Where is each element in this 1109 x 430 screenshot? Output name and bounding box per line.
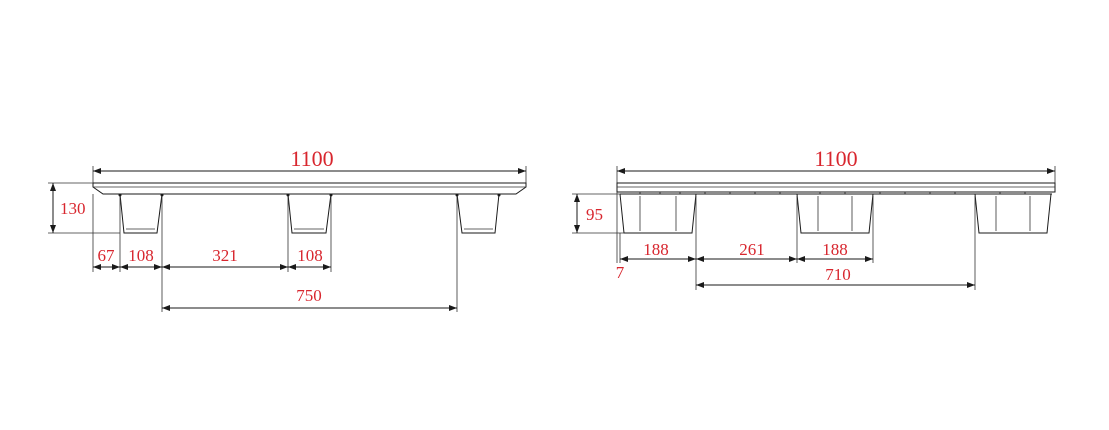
left-pallet-deck <box>92 182 527 195</box>
left-height-label: 130 <box>60 199 86 218</box>
left-pallet-view: 1100 130 <box>48 146 527 312</box>
left-block-width-2-label: 108 <box>297 246 323 265</box>
left-span-dimension: 750 <box>162 286 457 311</box>
right-block-width-1-label: 188 <box>643 240 669 259</box>
right-offset-label: 7 <box>616 263 625 282</box>
left-pallet-feet <box>118 193 501 234</box>
right-height-label: 95 <box>586 205 603 224</box>
right-span-label: 710 <box>825 265 851 284</box>
left-overall-width-label: 1100 <box>290 146 333 171</box>
left-gap-label: 321 <box>212 246 238 265</box>
left-chain-dimensions: 67 108 321 108 <box>93 246 331 270</box>
right-overall-width-label: 1100 <box>814 146 857 171</box>
left-height-dimension: 130 <box>48 182 120 234</box>
right-chain-dimensions: 7 188 261 188 <box>616 240 873 282</box>
right-pallet-deck <box>616 182 1056 195</box>
right-height-dimension: 95 <box>572 193 624 234</box>
left-offset-label: 67 <box>98 246 116 265</box>
right-pallet-view: 1100 <box>572 146 1056 290</box>
right-gap-label: 261 <box>739 240 765 259</box>
right-span-dimension: 710 <box>696 265 975 288</box>
right-overall-width-dimension: 1100 <box>616 146 1056 183</box>
right-pallet-feet <box>619 193 1052 234</box>
left-overall-width-dimension: 1100 <box>92 146 527 183</box>
left-block-width-1-label: 108 <box>128 246 154 265</box>
right-block-width-2-label: 188 <box>822 240 848 259</box>
left-span-label: 750 <box>296 286 322 305</box>
